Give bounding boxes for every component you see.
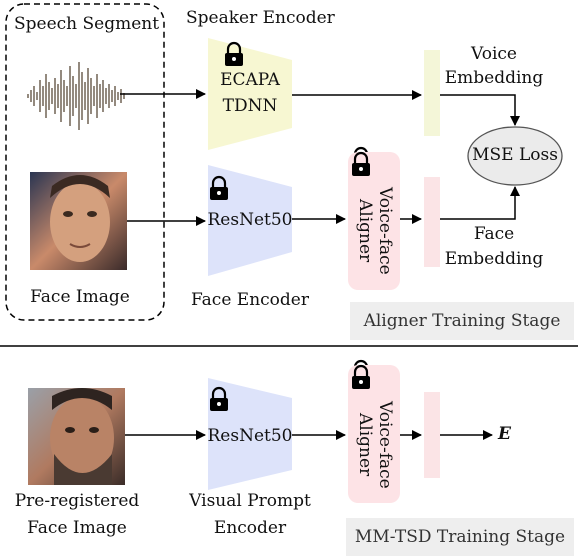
mse-loss-node	[467, 126, 563, 186]
visual-prompt-encoder-block	[208, 378, 292, 490]
ecapa-label: ECAPA	[220, 70, 280, 90]
lock-icon	[210, 386, 228, 411]
speaker-encoder-label: Speaker Encoder	[186, 8, 335, 28]
face-image-label: Face Image	[30, 287, 130, 307]
input-group-box	[5, 3, 165, 321]
face-photo	[28, 388, 125, 485]
voice-embedding-label-line1: Voice	[471, 44, 517, 64]
output-embedding-bar	[424, 392, 440, 478]
voice-embedding-label-line2: Embedding	[444, 68, 544, 88]
lock-icon	[210, 175, 228, 200]
preregistered-label-line1: Pre-registered	[14, 491, 140, 511]
arrows	[120, 89, 520, 440]
face-embedding-bar	[424, 177, 440, 267]
waveform-icon	[27, 62, 125, 130]
lock-icon	[352, 151, 370, 176]
visual-prompt-label-line2: Encoder	[213, 518, 287, 538]
face-encoder-label: Face Encoder	[191, 290, 309, 310]
preregistered-label-line2: Face Image	[27, 518, 127, 538]
visual-prompt-label-line1: Visual Prompt	[189, 491, 311, 511]
mm-tsd-training-stage-badge: MM-TSD Training Stage	[346, 518, 574, 556]
lock-icon	[352, 364, 370, 389]
voice-embedding-bar	[424, 50, 440, 136]
aligner-top-label: Voice-face Aligner	[355, 187, 395, 275]
resnet-top-label: ResNet50	[207, 210, 293, 230]
lock-icon	[225, 41, 243, 66]
face-embedding-label-line2: Embedding	[444, 249, 544, 269]
face-encoder-block	[208, 165, 292, 276]
resnet-bottom-label: ResNet50	[207, 426, 293, 446]
aligner-training-stage-badge: Aligner Training Stage	[350, 302, 574, 340]
speech-segment-label: Speech Segment	[14, 14, 160, 34]
face-embedding-label-line1: Face	[473, 224, 515, 244]
tdnn-label: TDNN	[222, 96, 278, 116]
output-symbol: E	[498, 424, 511, 444]
mse-loss-label: MSE Loss	[472, 145, 558, 165]
aligner-bottom-label: Voice-face Aligner	[355, 401, 395, 489]
face-photo	[30, 172, 127, 270]
